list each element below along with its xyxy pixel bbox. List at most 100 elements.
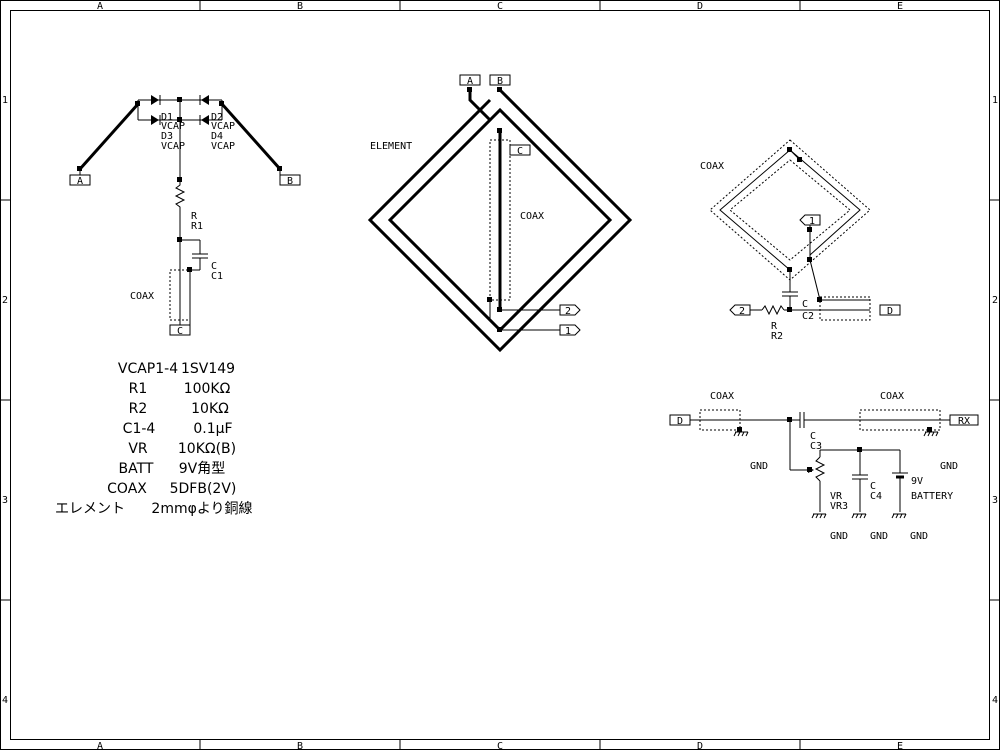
part-name: エレメント xyxy=(55,501,125,517)
d4-ref: D4 xyxy=(211,131,223,142)
coax-shield-bias-left xyxy=(699,409,741,431)
col-label-top: B xyxy=(297,1,303,12)
coax-label-bias-right: COAX xyxy=(880,391,904,402)
bias-circuit: D RX COAX GND COAX GND C xyxy=(669,391,979,542)
wire-b xyxy=(220,103,282,170)
row-label-left: 3 xyxy=(2,495,8,506)
port-b-label: B xyxy=(287,176,293,187)
outer-element-loop xyxy=(367,88,633,353)
c2-ref: C xyxy=(802,299,808,310)
part-value: 0.1μF xyxy=(193,421,232,437)
coax-loop-shield-outer xyxy=(709,139,871,281)
coax-loop-diagram: COAX 1 C C2 2 R R2 xyxy=(700,139,901,342)
part-value: 2mmφより銅線 xyxy=(151,501,252,517)
port-a-label-element: A xyxy=(467,76,473,87)
row-label-right: 1 xyxy=(992,95,998,106)
port-c-label: C xyxy=(177,326,183,337)
port-d-label-bias: D xyxy=(677,416,683,427)
port-c-box-element[interactable] xyxy=(509,144,531,156)
d3-type: VCAP xyxy=(161,141,185,152)
part-value: 100KΩ xyxy=(184,381,231,397)
col-label-bottom: B xyxy=(297,741,303,750)
port-2-flag-element[interactable] xyxy=(559,304,581,316)
d4-type: VCAP xyxy=(211,141,235,152)
c1-ref: C xyxy=(211,261,217,272)
port-1-flag-loop[interactable] xyxy=(799,214,821,226)
row-label-right: 4 xyxy=(992,695,998,706)
gnd-label: GND xyxy=(940,461,958,472)
element-label: ELEMENT xyxy=(370,141,412,152)
ground-icon xyxy=(733,431,749,437)
c3-ref: C xyxy=(810,431,816,442)
port-2-label-loop: 2 xyxy=(739,306,745,317)
col-label-bottom: D xyxy=(697,741,703,750)
coax-shield-element xyxy=(489,139,511,301)
port-a-box-element[interactable] xyxy=(459,74,481,86)
gnd-label: GND xyxy=(870,531,888,542)
col-label-top: C xyxy=(497,1,503,12)
col-label-bottom: A xyxy=(97,741,103,750)
col-label-bottom: C xyxy=(497,741,503,750)
row-label-right: 2 xyxy=(992,295,998,306)
potentiometer-vr3-icon xyxy=(814,456,826,482)
part-name: VR xyxy=(128,441,148,457)
ground-icon xyxy=(811,513,827,519)
d1-ref: D1 xyxy=(161,112,173,123)
port-c-box[interactable] xyxy=(169,324,191,336)
row-label-left: 4 xyxy=(2,695,8,706)
c4-ref: C xyxy=(870,481,876,492)
port-b-label-element: B xyxy=(497,76,503,87)
col-label-bottom: E xyxy=(897,741,903,750)
c1-name: C1 xyxy=(211,271,223,282)
coax-label-left: COAX xyxy=(130,291,154,302)
r2-ref: R xyxy=(771,321,778,332)
part-value: 10KΩ(B) xyxy=(178,441,236,457)
d1-type: VCAP xyxy=(161,121,185,132)
part-name: VCAP1-4 xyxy=(118,361,178,377)
varicap-circuit: A B D1 VCAP D3 VCAP D2 xyxy=(69,95,301,337)
diode-d4-icon xyxy=(201,115,209,125)
parts-list: VCAP1-4 1SV149 R1 100KΩ R2 10KΩ C1-4 0.1… xyxy=(55,361,253,517)
coax-shield-loop-out xyxy=(819,296,871,321)
coax-label-element: COAX xyxy=(520,211,544,222)
part-name: R2 xyxy=(129,401,148,417)
vr3-ref: VR xyxy=(830,491,843,502)
vr3-name: VR3 xyxy=(830,501,848,512)
port-b-box-element[interactable] xyxy=(489,74,511,86)
c3-name: C3 xyxy=(810,441,822,452)
port-c-label-element: C xyxy=(517,146,523,157)
r1-name: R1 xyxy=(191,221,203,232)
ground-icon xyxy=(891,513,907,519)
part-value: 1SV149 xyxy=(181,361,235,377)
gnd-label: GND xyxy=(750,461,768,472)
port-rx-label: RX xyxy=(958,416,970,427)
c4-name: C4 xyxy=(870,491,882,502)
wire-a xyxy=(78,103,140,170)
r2-name: R2 xyxy=(771,331,783,342)
col-label-top: E xyxy=(897,1,903,12)
row-label-left: 1 xyxy=(2,95,8,106)
diode-d1-icon xyxy=(151,95,159,105)
part-value: 5DFB(2V) xyxy=(170,481,237,497)
gnd-label: GND xyxy=(830,531,848,542)
d2-ref: D2 xyxy=(211,112,223,123)
diode-d2-icon xyxy=(201,95,209,105)
r1-ref: R xyxy=(191,211,198,222)
coax-loop-shield-inner xyxy=(729,159,851,261)
ground-icon xyxy=(923,431,939,437)
port-1-flag-element[interactable] xyxy=(559,324,581,336)
loop-element-diagram: A B C COAX ELEMENT 2 1 xyxy=(367,74,633,353)
part-name: BATT xyxy=(119,461,154,477)
coax-label-loop: COAX xyxy=(700,161,724,172)
port-b-box[interactable] xyxy=(279,174,301,186)
col-label-top: A xyxy=(97,1,103,12)
part-name: COAX xyxy=(107,481,147,497)
gnd-label: GND xyxy=(910,531,928,542)
port-d-box-loop[interactable] xyxy=(879,304,901,316)
resistor-r2-icon xyxy=(761,304,785,316)
diode-d3-icon xyxy=(151,115,159,125)
port-1-label-element: 1 xyxy=(565,326,571,337)
port-2-label-element: 2 xyxy=(565,306,571,317)
resistor-r1-icon xyxy=(174,182,186,210)
